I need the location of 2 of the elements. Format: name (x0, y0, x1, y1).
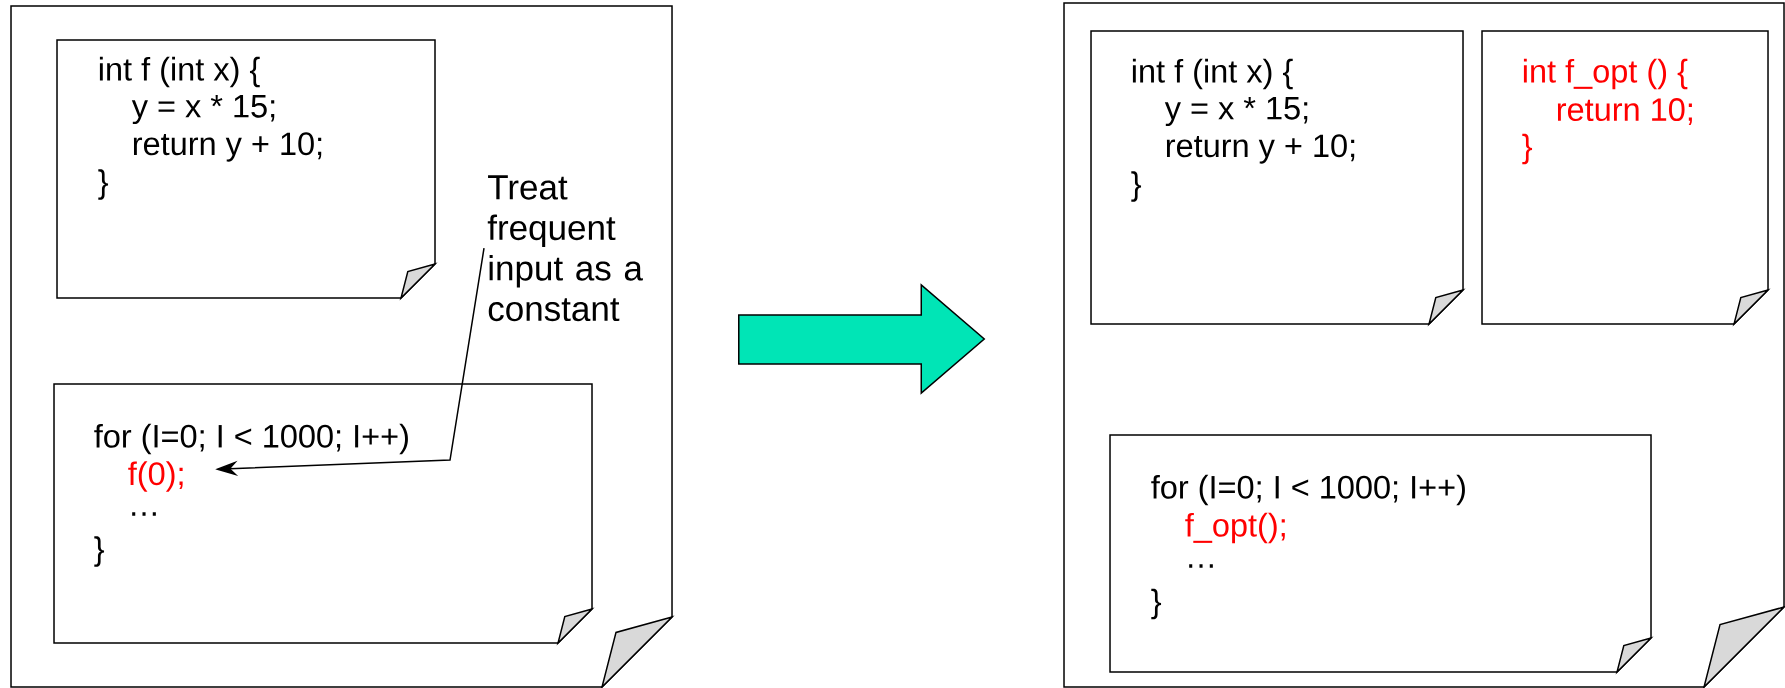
note-text: Treat frequent input as a constant (487, 175, 643, 322)
block-arrow (738, 283, 986, 395)
